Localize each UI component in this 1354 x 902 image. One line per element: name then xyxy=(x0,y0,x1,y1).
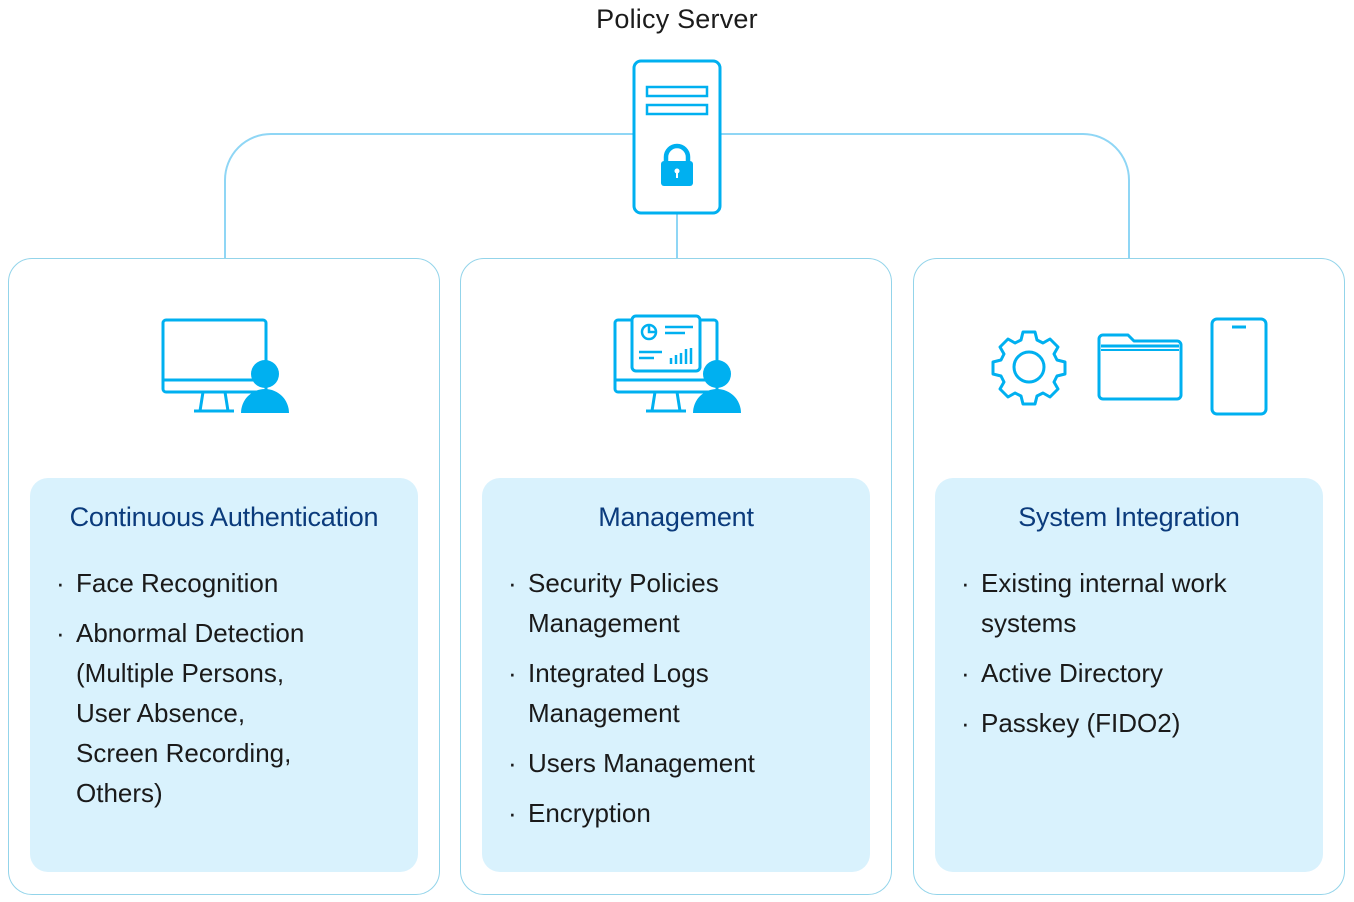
gear-icon xyxy=(991,330,1067,406)
list-item: ·Active Directory xyxy=(961,658,1164,688)
list-item: ·Encryption xyxy=(508,798,651,828)
feature-list: ·Security Policies Management ·Integrate… xyxy=(508,563,860,843)
management-panel: Management ·Security Policies Management… xyxy=(482,478,870,872)
integration-icons xyxy=(991,317,1268,416)
card-continuous-authentication: Continuous Authentication ·Face Recognit… xyxy=(8,258,440,895)
monitor-user-icon xyxy=(161,318,289,413)
policy-server-title: Policy Server xyxy=(596,4,758,34)
feature-list: ·Face Recognition ·Abnormal Detection (M… xyxy=(56,563,408,823)
feature-list: ·Existing internal work systems ·Active … xyxy=(961,563,1313,753)
list-item: ·Existing internal work systems xyxy=(961,568,1227,638)
continuous-authentication-panel: Continuous Authentication ·Face Recognit… xyxy=(30,478,418,872)
card-heading: System Integration xyxy=(1018,502,1240,532)
dashboard-monitor-user-icon xyxy=(613,314,741,413)
list-item: ·Face Recognition xyxy=(56,568,279,598)
list-item: ·Users Management xyxy=(508,748,755,778)
list-item: ·Security Policies Management xyxy=(508,568,719,638)
smartphone-icon xyxy=(1210,317,1268,416)
server-lock-icon xyxy=(632,59,722,215)
folder-icon xyxy=(1097,333,1183,401)
list-item: ·Passkey (FIDO2) xyxy=(961,708,1181,738)
list-item: ·Integrated Logs Management xyxy=(508,658,709,728)
list-item: ·Abnormal Detection (Multiple Persons, U… xyxy=(56,618,305,808)
card-heading: Continuous Authentication xyxy=(69,502,379,532)
card-system-integration: System Integration ·Existing internal wo… xyxy=(913,258,1345,895)
card-management: Management ·Security Policies Management… xyxy=(460,258,892,895)
system-integration-panel: System Integration ·Existing internal wo… xyxy=(935,478,1323,872)
card-heading: Management xyxy=(598,502,754,532)
